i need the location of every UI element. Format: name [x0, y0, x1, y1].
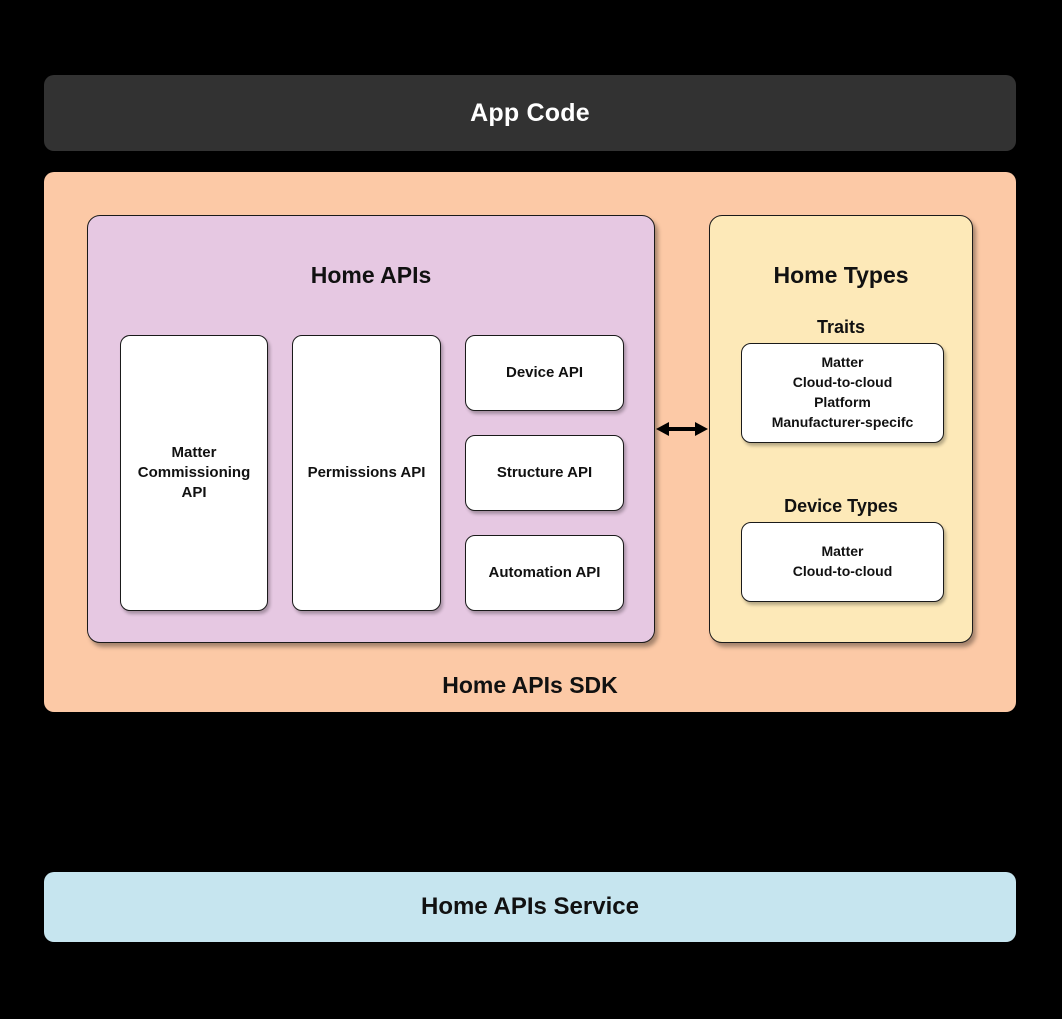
home-apis-sdk-container: Home APIs Matter Commissioning API Permi…: [44, 172, 1016, 712]
home-types-panel-title: Home Types: [773, 262, 909, 288]
line-3: API: [181, 483, 207, 501]
automation-api-label: Automation API: [488, 564, 601, 582]
app-code-block: App Code: [44, 75, 1016, 151]
permissions-api-label: Permissions API: [307, 464, 426, 482]
traits-heading: Traits: [816, 317, 866, 337]
matter-commissioning-api-box: Matter Commissioning API: [120, 335, 268, 611]
structure-api-label: Structure API: [496, 464, 593, 482]
home-apis-sdk-label: Home APIs SDK: [442, 672, 618, 698]
line-1: Matter: [171, 444, 217, 462]
home-apis-panel-title: Home APIs: [310, 262, 432, 288]
device-types-list: Matter Cloud-to-cloud: [793, 542, 893, 582]
home-types-panel: Home Types Traits Matter Cloud-to-cloud …: [709, 215, 973, 643]
home-apis-service-block: Home APIs Service: [44, 872, 1016, 942]
structure-api-box: Structure API: [465, 435, 624, 511]
traits-line-1: Matter: [821, 354, 864, 371]
line-2: Commissioning: [137, 464, 251, 482]
traits-line-3: Platform: [814, 394, 871, 410]
automation-api-box: Automation API: [465, 535, 624, 611]
app-code-label: App Code: [470, 98, 590, 127]
device-types-line-1: Matter: [821, 543, 864, 560]
home-apis-service-label: Home APIs Service: [421, 893, 639, 920]
device-types-heading: Device Types: [784, 496, 898, 516]
traits-line-2: Cloud-to-cloud: [792, 374, 893, 391]
matter-commissioning-api-label: Matter Commissioning API: [138, 443, 251, 503]
device-types-box: Matter Cloud-to-cloud: [741, 522, 944, 602]
permissions-api-box: Permissions API: [292, 335, 441, 611]
device-types-line-2: Cloud-to-cloud: [792, 563, 893, 579]
bidirectional-arrow-icon: [655, 415, 709, 443]
traits-box: Matter Cloud-to-cloud Platform Manufactu…: [741, 343, 944, 443]
traits-line-4: Manufacturer-specifc: [771, 413, 914, 430]
device-api-box: Device API: [465, 335, 624, 411]
device-api-label: Device API: [506, 364, 583, 382]
traits-list: Matter Cloud-to-cloud Platform Manufactu…: [772, 353, 914, 433]
home-apis-panel: Home APIs Matter Commissioning API Permi…: [87, 215, 655, 643]
